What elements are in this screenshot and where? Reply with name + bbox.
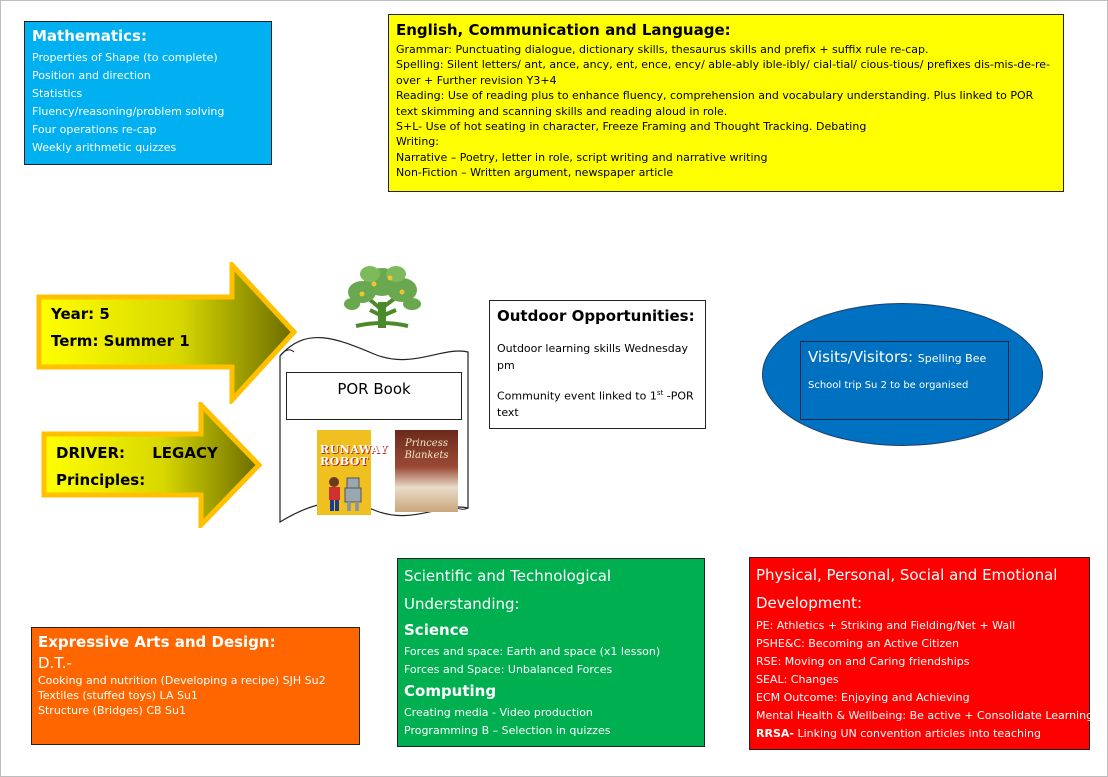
year-label: Year: 5 (51, 305, 110, 323)
list-item: Community event linked to 1st -POR text (497, 385, 698, 422)
list-item: Forces and Space: Unbalanced Forces (404, 663, 613, 676)
list-item: RRSA- Linking UN convention articles int… (756, 725, 1083, 743)
term-label: Term: Summer 1 (51, 332, 190, 350)
list-item: Mental Health & Wellbeing: Be active + C… (756, 709, 1094, 722)
outdoor-opportunities-panel: Outdoor Opportunities: Outdoor learning … (489, 300, 706, 429)
list-item: Grammar: Punctuating dialogue, dictionar… (396, 43, 929, 56)
list-item: Textiles (stuffed toys) LA Su1 (38, 689, 198, 702)
driver-key: DRIVER: (56, 444, 125, 462)
physical-title-line1: Physical, Personal, Social and Emotional (756, 566, 1058, 584)
list-item: Creating media - Video production (404, 706, 593, 719)
list-item: Cooking and nutrition (Developing a reci… (38, 674, 326, 687)
robot-icon (329, 477, 362, 511)
list-item: School trip Su 2 to be organised (808, 380, 969, 391)
list-item: Weekly arithmetic quizzes (32, 141, 177, 154)
list-item: PE: Athletics + Striking and Fielding/Ne… (756, 619, 1016, 632)
list-item: ECM Outcome: Enjoying and Achieving (756, 691, 970, 704)
list-item: Programming B – Selection in quizzes (404, 724, 611, 737)
mathematics-panel: Mathematics: Properties of Shape (to com… (24, 21, 272, 165)
outdoor-title: Outdoor Opportunities: (497, 307, 695, 325)
visits-title-extra: Spelling Bee (917, 352, 987, 365)
science-title-line2: Understanding: (404, 594, 520, 613)
book-cover-runaway-robot: RUNAWAY ROBOT (317, 430, 388, 515)
ordinal-suffix: st (656, 389, 664, 397)
rrsa-text: Linking UN convention articles into teac… (793, 727, 1041, 740)
rrsa-label: RRSA- (756, 727, 794, 740)
year-arrow-shape (36, 262, 298, 404)
list-item: Forces and space: Earth and space (x1 le… (404, 645, 661, 658)
driver-arrow-shape (41, 402, 263, 528)
computing-heading: Computing (404, 682, 497, 700)
science-heading: Science (404, 621, 469, 639)
english-panel: English, Communication and Language: Gra… (388, 14, 1064, 192)
book-cover-text: RUNAWAY ROBOT (320, 443, 388, 468)
science-title-line1: Scientific and Technological (404, 567, 612, 585)
visits-title: Visits/Visitors: Spelling Bee (808, 348, 1001, 366)
visits-oval (762, 303, 1043, 446)
por-book-title: POR Book (286, 372, 462, 420)
outdoor-line2-text: Community event linked to 1 (497, 389, 657, 403)
list-item: Properties of Shape (to complete) (32, 51, 218, 64)
list-item: Writing: (396, 135, 439, 149)
list-item: Statistics (32, 87, 83, 100)
book-cover-princess-blankets: Princess Blankets (395, 430, 458, 512)
physical-title-line2: Development: (756, 593, 863, 612)
list-item: Reading: Use of reading plus to enhance … (396, 89, 1034, 118)
list-item: Spelling: Silent letters/ ant, ance, anc… (396, 58, 1051, 87)
list-item: S+L- Use of hot seating in character, Fr… (396, 120, 867, 134)
list-item: Outdoor learning skills Wednesday pm (497, 342, 688, 372)
list-item: Narrative – Poetry, letter in role, scri… (396, 150, 768, 164)
list-item: Four operations re-cap (32, 123, 157, 136)
book-cover-text: Princess Blankets (404, 438, 449, 461)
visits-panel: Visits/Visitors: Spelling Bee School tri… (800, 341, 1009, 420)
list-item: Non-Fiction – Written argument, newspape… (396, 166, 674, 180)
english-title: English, Communication and Language: (396, 21, 731, 39)
tree-logo-icon (344, 266, 421, 328)
driver-label: DRIVER: LEGACY (56, 444, 218, 462)
outdoor-line2-rest: -POR text (497, 389, 694, 420)
list-item: RSE: Moving on and Caring friendships (756, 655, 970, 668)
driver-value: LEGACY (152, 444, 218, 462)
mathematics-title: Mathematics: (32, 27, 147, 45)
science-panel: Scientific and Technological Understandi… (397, 558, 705, 747)
list-item: SEAL: Changes (756, 673, 839, 686)
list-item: Position and direction (32, 69, 151, 82)
list-item: Fluency/reasoning/problem solving (32, 105, 225, 118)
list-item: PSHE&C: Becoming an Active Citizen (756, 637, 959, 650)
visits-title-text: Visits/Visitors: (808, 348, 914, 366)
list-item: Structure (Bridges) CB Su1 (38, 704, 187, 717)
arts-subheading: D.T.- (38, 654, 72, 672)
arts-title: Expressive Arts and Design: (38, 633, 276, 651)
physical-development-panel: Physical, Personal, Social and Emotional… (749, 557, 1094, 750)
expressive-arts-panel: Expressive Arts and Design: D.T.- Cookin… (31, 627, 360, 745)
principles-label: Principles: (56, 471, 146, 489)
